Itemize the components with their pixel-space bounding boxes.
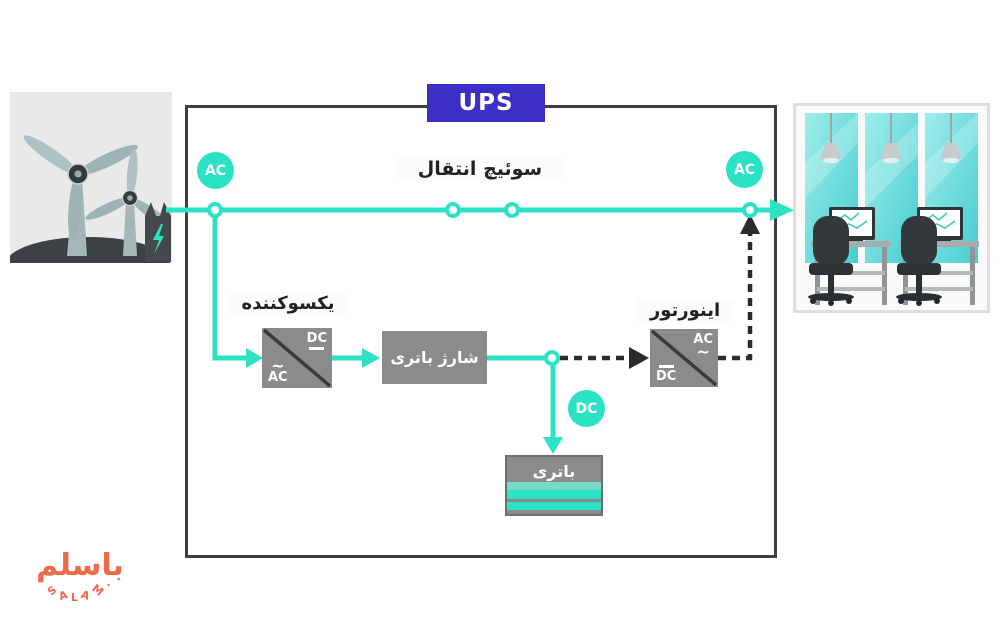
logo-latin-letter: L (70, 591, 79, 604)
ac-tilde-icon: ~ (271, 356, 285, 375)
battery-box: باتری (505, 455, 603, 516)
rectifier-label: یکسوکننده (227, 292, 349, 315)
ac-badge-output: AC (726, 151, 763, 188)
ac-tilde-icon: ~ (696, 342, 710, 361)
rectifier-ac-text: AC (268, 370, 288, 385)
inverter-ac-text: AC (693, 332, 713, 347)
inverter-ac-symbol: AC ~ (693, 332, 713, 361)
rectifier-dc-symbol: DC (307, 332, 327, 350)
wind-turbine-large-icon (23, 135, 138, 256)
dc-badge: DC (568, 390, 605, 427)
battery-charge-stripes (507, 482, 601, 514)
diagonal-divider (262, 328, 332, 388)
inverter-dc-symbol: DC (656, 365, 676, 383)
rectifier-dc-text: DC (306, 331, 327, 346)
ac-badge-input: AC (197, 152, 234, 189)
inverter-box: AC ~ DC (650, 329, 718, 387)
rectifier-ac-symbol: ~ AC (268, 356, 288, 385)
dc-badge-label: DC (575, 400, 598, 417)
logo-persian-text: باسلم (36, 548, 124, 583)
battery-charger-label: شارژ باتری (390, 348, 479, 367)
wind-turbine-image (10, 92, 172, 263)
inverter-dc-text: DC (656, 369, 677, 384)
battery-stripe (507, 490, 601, 499)
workstation (808, 207, 891, 306)
pendant-lamp-icon (820, 113, 842, 164)
pendant-lamp-icon (880, 113, 902, 164)
pendant-lamps (820, 113, 962, 164)
ups-title: UPS (458, 90, 514, 116)
pendant-lamp-icon (940, 113, 962, 164)
dc-bar-icon (309, 347, 325, 350)
battery-label: باتری (532, 462, 576, 481)
dc-bar-icon (658, 365, 674, 368)
transfer-switch-label: سوئیچ انتقال (398, 157, 562, 181)
ac-badge-output-label: AC (733, 161, 756, 178)
lightning-bolt-icon (153, 224, 164, 254)
diagonal-divider (650, 329, 718, 387)
battery-stripe (507, 502, 601, 510)
power-plug-icon (145, 202, 171, 262)
workstation (896, 207, 979, 306)
ups-title-box: UPS (427, 84, 545, 122)
battery-stripe (507, 510, 601, 514)
office-chair-icon (808, 216, 854, 306)
battery-charger-box: شارژ باتری (382, 331, 487, 384)
office-computers-image (793, 103, 990, 313)
battery-stripe (507, 499, 601, 502)
inverter-label: اینورتور (636, 299, 734, 322)
office-chair-icon (896, 216, 942, 306)
battery-stripe (507, 482, 601, 490)
logo-latin-letter: A (57, 587, 71, 604)
rectifier-box: DC ~ AC (262, 328, 332, 388)
ac-badge-input-label: AC (204, 162, 227, 179)
